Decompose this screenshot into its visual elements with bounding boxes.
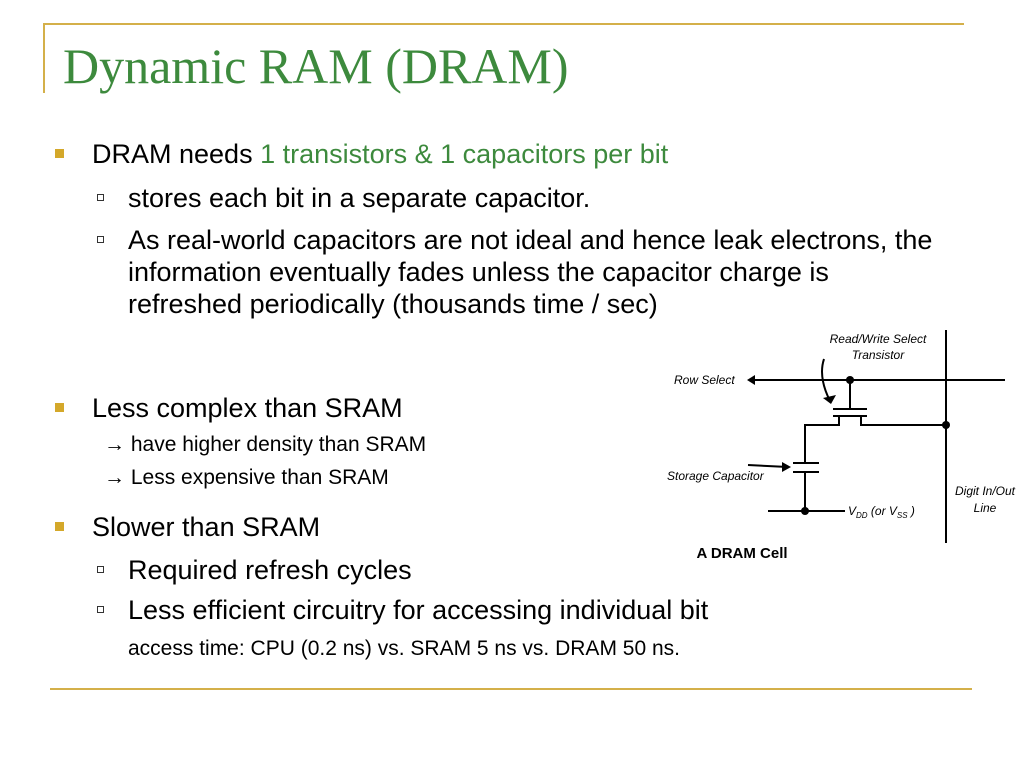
frame-top-rule <box>43 23 964 25</box>
sub-bullet-text: As real-world capacitors are not ideal a… <box>128 225 933 319</box>
bullet-dram-needs: DRAM needs 1 transistors & 1 capacitors … <box>55 138 669 170</box>
sub-bullet-text: stores each bit in a separate capacitor. <box>128 183 591 213</box>
rw-select-label-line2: Transistor <box>852 348 905 362</box>
hollow-square-bullet-icon <box>97 606 104 613</box>
sub-bullet-less-efficient: Less efficient circuitry for accessing i… <box>97 594 709 626</box>
sub-bullet-text: Less efficient circuitry for accessing i… <box>128 595 709 625</box>
junction-dot <box>846 376 854 384</box>
square-bullet-icon <box>55 522 64 531</box>
storage-capacitor-label: Storage Capacitor <box>667 469 765 483</box>
sub-bullet-refresh-cycles: Required refresh cycles <box>97 554 412 586</box>
square-bullet-icon <box>55 149 64 158</box>
highlight-text: 1 transistors & 1 capacitors per bit <box>260 139 669 169</box>
bullet-lead-text: DRAM needs <box>92 139 261 169</box>
footer-rule <box>50 688 972 690</box>
note-higher-density: → have higher density than SRAM <box>104 433 427 456</box>
row-select-label: Row Select <box>674 373 735 387</box>
vdd-label: VDD (or VSS ) <box>848 504 915 520</box>
bullet-text: Slower than SRAM <box>92 512 321 542</box>
note-less-expensive: → Less expensive than SRAM <box>104 466 389 489</box>
bullet-less-complex: Less complex than SRAM <box>55 392 403 424</box>
hollow-square-bullet-icon <box>97 566 104 573</box>
storage-arrow-shaft <box>747 464 789 468</box>
sub-bullet-text: Required refresh cycles <box>128 555 412 585</box>
junction-dot <box>942 421 950 429</box>
sub-bullet-capacitor-leak: As real-world capacitors are not ideal a… <box>97 224 943 320</box>
dram-cell-diagram: Read/Write Select Transistor Row Select … <box>667 330 1016 562</box>
junction-dot <box>801 507 809 515</box>
sub-bullet-stores-bit: stores each bit in a separate capacitor. <box>97 182 748 214</box>
diagram-caption: A DRAM Cell <box>696 545 787 562</box>
note-access-time: access time: CPU (0.2 ns) vs. SRAM 5 ns … <box>128 637 680 660</box>
square-bullet-icon <box>55 403 64 412</box>
hollow-square-bullet-icon <box>97 194 104 201</box>
frame-vertical-rule <box>43 23 45 93</box>
digit-line-label: Digit In/Out <box>955 484 1016 498</box>
source-wire <box>804 416 840 463</box>
digit-line-label-line2: Line <box>974 501 997 515</box>
row-select-arrowhead-icon <box>747 375 755 385</box>
hollow-square-bullet-icon <box>97 236 104 243</box>
slide-title: Dynamic RAM (DRAM) <box>63 38 569 94</box>
bullet-text: Less complex than SRAM <box>92 393 403 423</box>
rw-select-arrowhead-icon <box>823 395 836 404</box>
rw-select-label: Read/Write Select <box>830 332 927 346</box>
storage-arrowhead-icon <box>782 462 791 472</box>
drain-wire <box>860 416 946 426</box>
bullet-slower: Slower than SRAM <box>55 511 321 543</box>
